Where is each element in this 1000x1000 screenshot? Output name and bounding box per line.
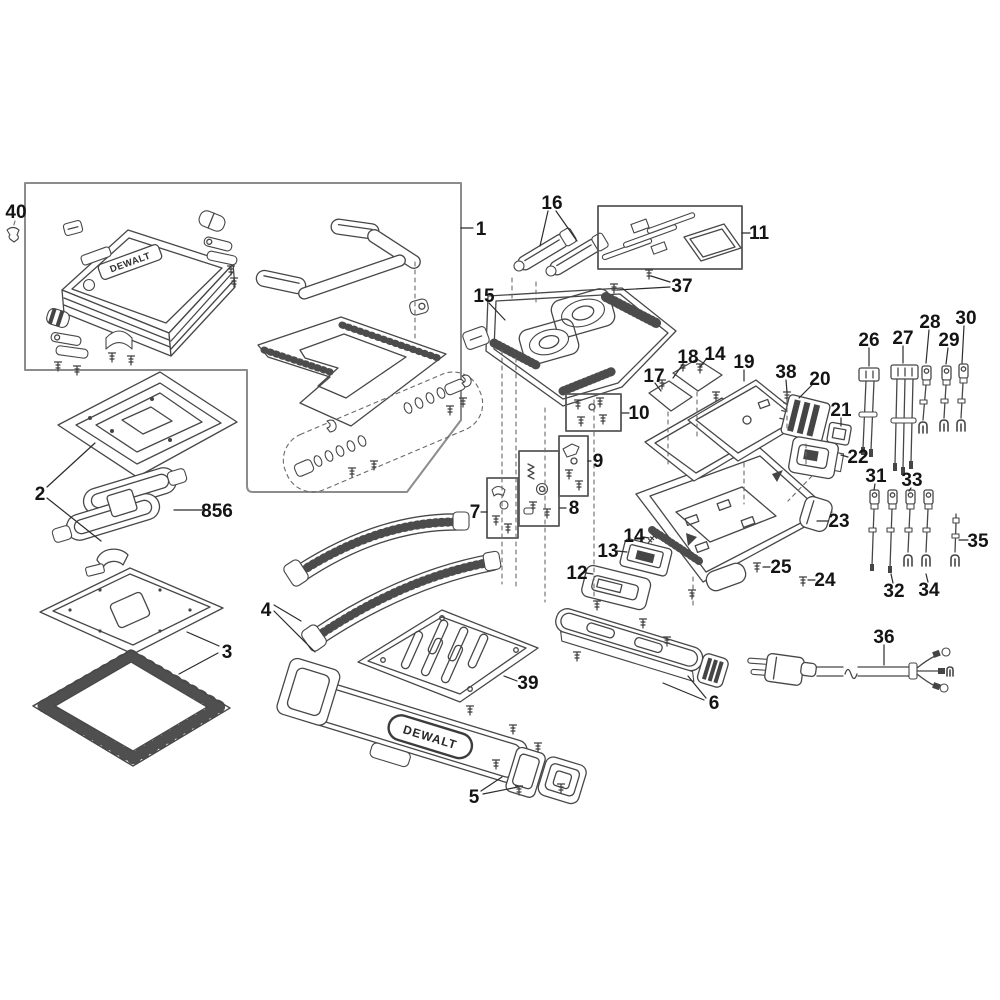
callout-18: 18: [677, 347, 698, 368]
wire-lead-35: [950, 513, 960, 567]
hardware-box-9: [558, 435, 589, 497]
callout-16: 16: [541, 193, 562, 214]
callout-37: 37: [671, 276, 692, 297]
callout-19: 19: [733, 352, 754, 373]
callout-34: 34: [918, 580, 940, 601]
wire-lead-31: [868, 489, 880, 571]
roll-cage-top-plate: [57, 371, 238, 478]
callout-35: 35: [967, 531, 989, 552]
power-cord-36: [747, 647, 954, 693]
callout-12: 12: [566, 563, 587, 584]
callout-856: 856: [201, 501, 233, 522]
wire-lead-26: [858, 367, 880, 457]
callout-15: 15: [473, 286, 495, 307]
callout-14b: 14: [623, 526, 645, 547]
gasket-kit-box-11: [597, 205, 743, 270]
callout-30: 30: [955, 308, 976, 329]
callout-labels: 40 1 16 11 37 15 10 9 8 7 14 18 17 19 38…: [5, 193, 989, 808]
callout-9: 9: [593, 451, 604, 472]
callout-1: 1: [476, 219, 487, 240]
display-bezel-12: [581, 564, 652, 611]
clip-40: [6, 220, 20, 243]
callout-7: 7: [470, 502, 481, 523]
callout-40: 40: [5, 202, 26, 223]
roll-cage-tubes-856: [51, 467, 188, 543]
hardware-box-8: [518, 450, 560, 527]
rubber-boot-ring: [32, 649, 231, 767]
callout-11: 11: [749, 223, 770, 244]
assembly-arrows: [686, 470, 783, 546]
callout-5: 5: [469, 787, 480, 808]
front-bumper-5: DEWALT: [276, 657, 587, 805]
callout-14a: 14: [704, 344, 726, 365]
assembly-dash-lines: [414, 261, 813, 608]
wire-lead-27: [890, 364, 919, 475]
callout-31: 31: [865, 466, 887, 487]
bottom-chassis-23: [635, 447, 833, 600]
side-rail-6: [555, 600, 729, 688]
callout-4: 4: [261, 600, 272, 621]
callout-32: 32: [883, 581, 904, 602]
wire-lead-32: [886, 489, 898, 573]
louver-panel-39: [357, 609, 582, 703]
gasket-panel-3: [39, 567, 224, 655]
callout-24: 24: [814, 570, 836, 591]
wire-lead-30: [956, 363, 969, 432]
lid-hardware: [46, 210, 239, 376]
display-module-13: [619, 533, 673, 577]
callout-2: 2: [35, 484, 46, 505]
transformer-20: [779, 394, 831, 443]
callout-10: 10: [628, 403, 649, 424]
wire-lead-28: [918, 365, 932, 434]
pcb-plates: [644, 358, 807, 482]
callout-6: 6: [709, 693, 720, 714]
wire-lead-33: [903, 489, 916, 567]
wire-lead-29: [939, 365, 952, 432]
callout-38: 38: [775, 362, 796, 383]
speaker-housing-15: [462, 287, 677, 407]
callout-36: 36: [873, 627, 894, 648]
top-cover: DEWALT: [61, 229, 236, 357]
callout-26: 26: [858, 330, 879, 351]
callout-28: 28: [919, 312, 940, 333]
callout-21: 21: [830, 400, 852, 421]
callout-20: 20: [809, 369, 830, 390]
callout-23: 23: [828, 511, 849, 532]
wire-lead-34: [921, 489, 934, 567]
callout-17: 17: [643, 366, 664, 387]
callout-13: 13: [597, 541, 618, 562]
handle-tubes-16: [513, 227, 609, 277]
callout-8: 8: [569, 498, 580, 519]
carry-handle-assembly: [255, 218, 484, 493]
kit-box-1-border: [24, 182, 462, 493]
callout-29: 29: [938, 330, 959, 351]
callout-39: 39: [517, 673, 538, 694]
callout-3: 3: [222, 642, 233, 663]
callout-25: 25: [770, 557, 792, 578]
leader-lines: [46, 210, 969, 795]
module-22: [788, 436, 845, 480]
hardware-box-10: [565, 393, 622, 432]
callout-27: 27: [892, 328, 913, 349]
callout-33: 33: [901, 470, 922, 491]
cage-saddle-bracket: [85, 548, 129, 577]
callout-22: 22: [847, 447, 868, 468]
